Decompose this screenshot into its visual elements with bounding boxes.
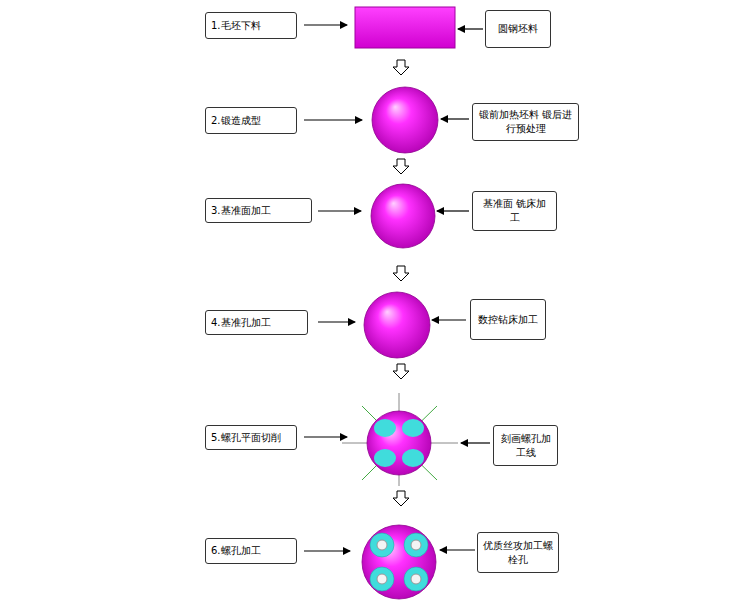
step-box: 2.锻造成型	[205, 107, 297, 134]
step-box: 1.毛坯下料	[205, 12, 297, 39]
note-box: 数控钻床加工	[470, 299, 546, 340]
step-arrow	[393, 60, 409, 506]
cut-faces-ball	[342, 393, 458, 486]
note-box: 圆钢坯料	[485, 10, 551, 48]
step-label: 5.螺孔平面切削	[211, 431, 291, 445]
note-box: 刻画螺孔加工线	[493, 425, 558, 466]
forged-ball	[364, 87, 438, 358]
pointer-arrow	[304, 25, 490, 551]
note-text: 基准面 铣床加工	[478, 197, 551, 225]
step-label: 4.基准孔加工	[211, 316, 302, 330]
note-text: 数控钻床加工	[476, 313, 540, 327]
note-text: 刻画螺孔加工线	[499, 432, 552, 460]
note-text: 优质丝攻加工螺栓孔	[483, 539, 553, 567]
step-box: 5.螺孔平面切削	[205, 425, 297, 450]
note-box: 基准面 铣床加工	[472, 191, 557, 231]
note-text: 锻前加热坯料 锻后进行预处理	[478, 108, 573, 136]
note-text: 圆钢坯料	[491, 22, 545, 36]
step-label: 6.螺孔加工	[211, 544, 291, 558]
note-box: 优质丝攻加工螺栓孔	[477, 532, 559, 573]
step-label: 1.毛坯下料	[211, 19, 291, 33]
note-box: 锻前加热坯料 锻后进行预处理	[472, 103, 579, 141]
step-box: 3.基准面加工	[205, 198, 312, 223]
step-label: 3.基准面加工	[211, 204, 306, 218]
step-box: 6.螺孔加工	[205, 538, 297, 564]
threaded-ball	[362, 525, 436, 599]
stock-bar	[355, 7, 455, 48]
step-box: 4.基准孔加工	[205, 310, 308, 335]
step-label: 2.锻造成型	[211, 114, 291, 128]
